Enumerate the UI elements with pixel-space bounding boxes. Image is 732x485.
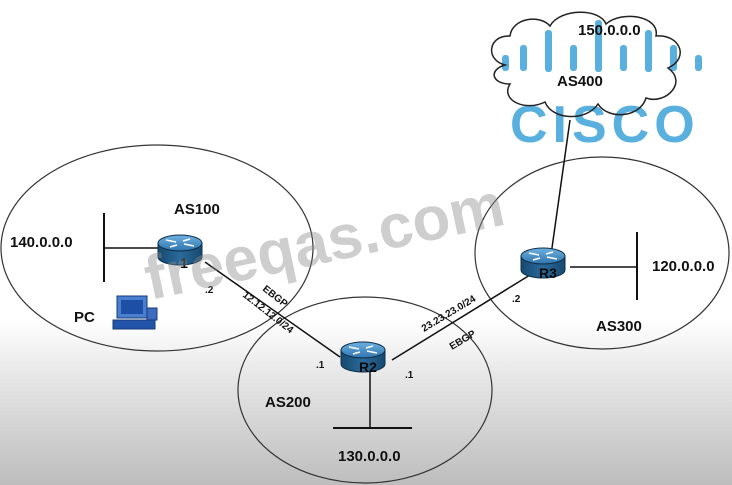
as300-label: AS300 — [596, 318, 642, 335]
cisco-logo-text: CISCO — [510, 96, 700, 154]
pc-label: PC — [74, 309, 95, 326]
as400-cloud — [490, 11, 681, 118]
router-r3-label: R3 — [539, 265, 557, 281]
network-140-label: 140.0.0.0 — [10, 234, 73, 251]
cisco-logo: CISCO — [502, 20, 702, 154]
router-r3-icon[interactable]: R3 — [520, 247, 566, 281]
as200-ellipse — [237, 296, 493, 484]
router-r2-icon[interactable]: R2 — [340, 341, 386, 375]
as400-label: AS400 — [557, 73, 603, 90]
iface-r2-right-label: .1 — [405, 370, 414, 381]
router-r1-label: 1 — [180, 255, 188, 271]
as100-ellipse — [0, 144, 314, 352]
as300-ellipse — [474, 156, 730, 350]
network-120-label: 120.0.0.0 — [652, 258, 715, 275]
link-right-protocol-label: EBGP — [448, 328, 478, 352]
as200-label: AS200 — [265, 394, 311, 411]
pc-icon[interactable] — [112, 295, 158, 330]
iface-r1-label: .2 — [205, 285, 214, 296]
link-r3-as400 — [550, 119, 571, 256]
link-right-subnet-label: 23.23.23.0/24 — [420, 293, 478, 334]
iface-r3-label: .2 — [512, 294, 521, 305]
router-r2-label: R2 — [359, 359, 377, 375]
as100-label: AS100 — [174, 201, 220, 218]
network-150-label: 150.0.0.0 — [578, 22, 641, 39]
iface-r2-left-label: .1 — [316, 360, 325, 371]
network-130-label: 130.0.0.0 — [338, 448, 401, 465]
router-r1-icon[interactable]: 1 — [157, 234, 203, 271]
link-r2-r3 — [391, 274, 531, 361]
watermark-text: freeqas.com — [139, 170, 511, 313]
link-r1-r2 — [204, 261, 341, 358]
